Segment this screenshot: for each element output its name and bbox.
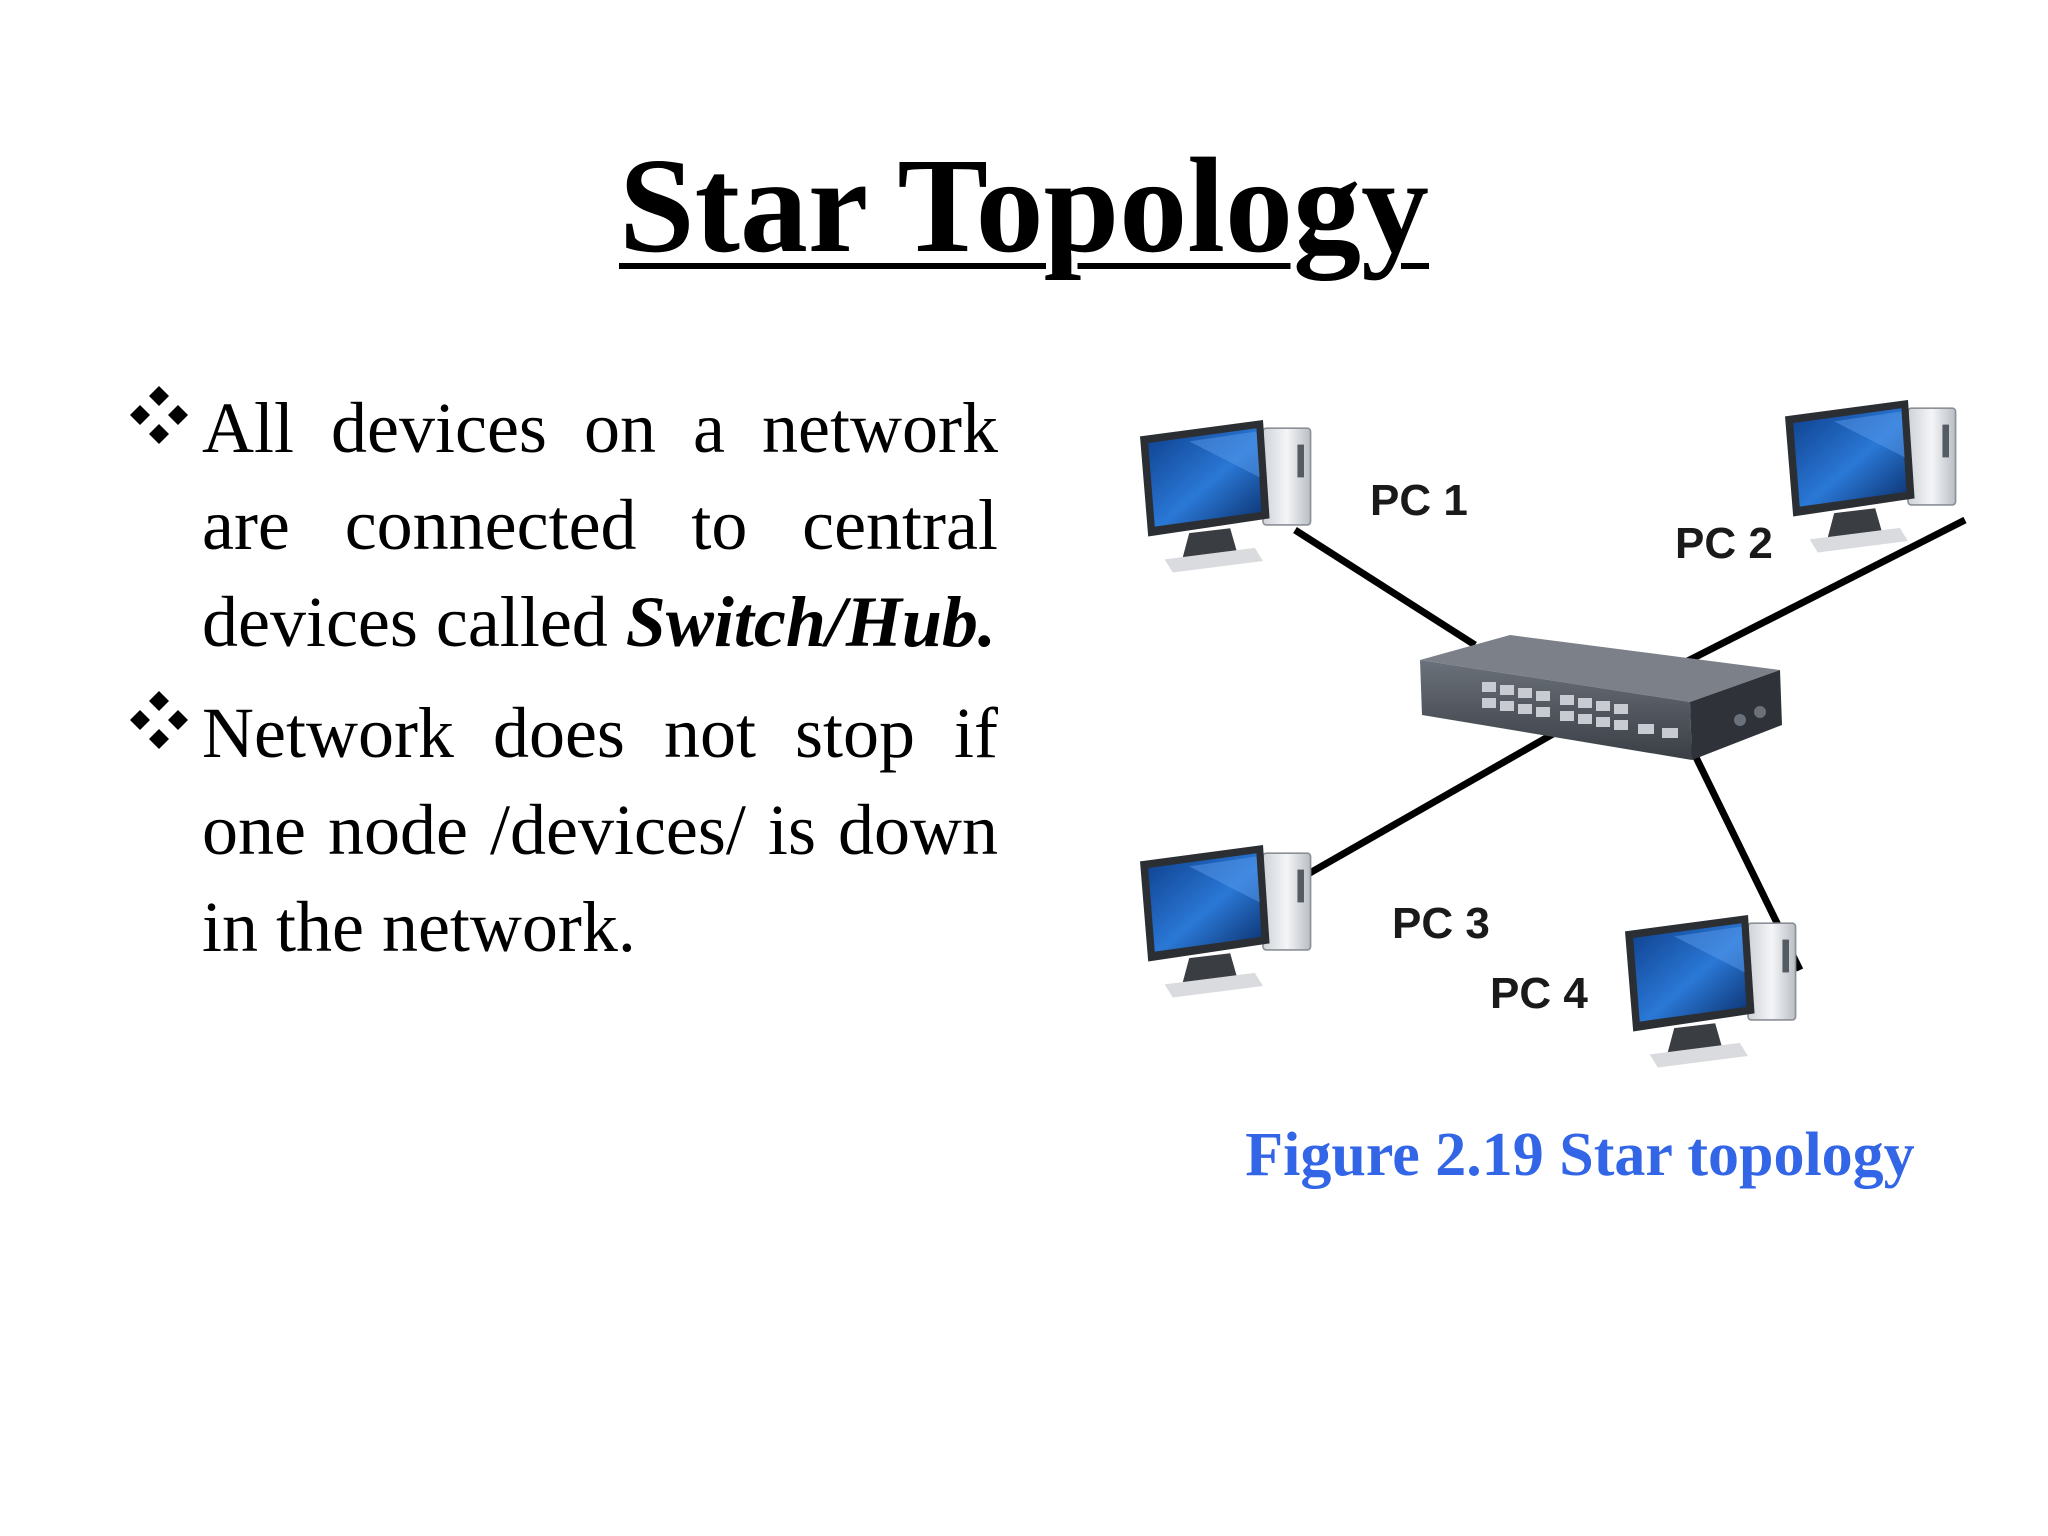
bullet-emphasis: Switch/Hub. bbox=[625, 582, 996, 662]
bullet-text: Network does not stop if one node /devic… bbox=[202, 693, 998, 967]
figure-caption: Figure 2.19 Star topology bbox=[1245, 1121, 1915, 1189]
pc-1-icon bbox=[1139, 419, 1312, 574]
bullet-item: All devices on a network are connected t… bbox=[128, 380, 998, 671]
pc-4-label: PC 4 bbox=[1490, 969, 1588, 1018]
diamond-bullet-icon bbox=[130, 691, 188, 749]
slide-title-text: Star Topology bbox=[618, 131, 1430, 281]
pc-4-icon bbox=[1624, 914, 1797, 1069]
bullet-list: All devices on a network are connected t… bbox=[128, 380, 998, 990]
cable-pc2 bbox=[1658, 516, 1967, 679]
cable-pc1 bbox=[1293, 527, 1477, 648]
pc-1-label: PC 1 bbox=[1370, 476, 1468, 525]
pc-2-icon bbox=[1784, 399, 1957, 554]
pc-3-label: PC 3 bbox=[1392, 899, 1490, 948]
cable-pc3 bbox=[1278, 726, 1562, 894]
switch-hub-icon bbox=[1420, 635, 1782, 760]
slide-title: Star Topology bbox=[0, 138, 2048, 274]
pc-3-icon bbox=[1139, 844, 1312, 999]
bullet-text: All devices on a network are connected t… bbox=[202, 388, 998, 662]
bullet-item: Network does not stop if one node /devic… bbox=[128, 685, 998, 976]
pc-2-label: PC 2 bbox=[1675, 519, 1773, 568]
star-topology-diagram: PC 1 PC 2 PC 3 PC 4 bbox=[1139, 399, 1967, 1069]
diamond-bullet-icon bbox=[130, 386, 188, 444]
